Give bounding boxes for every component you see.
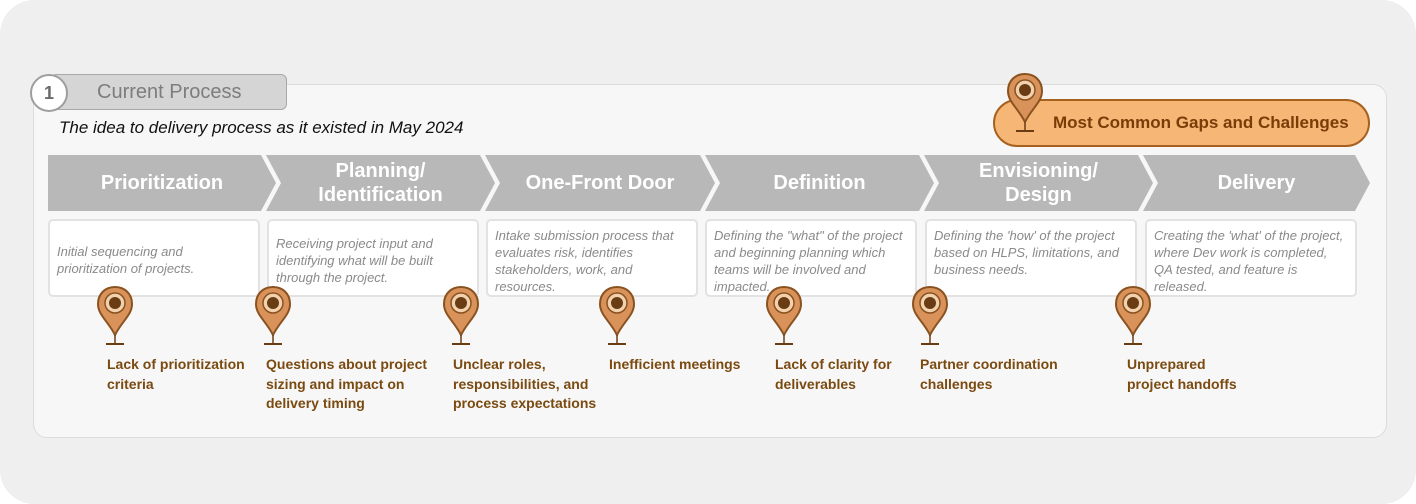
map-pin-icon [1006,72,1044,132]
stage-envisioning-design: Envisioning/Design [924,155,1153,211]
map-pin-icon [96,285,134,345]
step-number-badge: 1 [30,74,68,112]
stage-description: Defining the "what" of the project and b… [705,219,917,297]
stage-title: Envisioning/Design [979,160,1098,206]
stage-one-front-door: One-Front Door [485,155,715,211]
map-pin-icon [765,285,803,345]
stage-delivery: Delivery [1143,155,1370,211]
map-pin-icon [598,285,636,345]
stage-description: Defining the 'how' of the project based … [925,219,1137,297]
stage-prioritization: Prioritization [48,155,276,211]
stage-title: Prioritization [100,172,224,194]
stage-title: Delivery [1217,172,1296,194]
stage-description: Intake submission process that evaluates… [486,219,698,297]
gaps-banner: Most Common Gaps and Challenges [993,99,1370,147]
process-subtitle: The idea to delivery process as it exist… [59,118,464,137]
stage-title: Planning/Identification [318,160,443,206]
stage-planning-identification: Planning/Identification [266,155,495,211]
gap-label: Inefficient meetings [609,356,741,372]
stage-definition: Definition [705,155,934,211]
map-pin-icon [911,285,949,345]
map-pin-icon [1114,285,1152,345]
stage-title: One-Front Door [525,172,675,194]
stage-title: Definition [773,172,866,194]
step-title: Current Process [50,74,287,110]
stage-description: Creating the 'what' of the project, wher… [1145,219,1357,297]
stage-description: Initial sequencing and prioritization of… [48,219,260,297]
map-pin-icon [254,285,292,345]
stage-description: Receiving project input and identifying … [267,219,479,297]
map-pin-icon [442,285,480,345]
